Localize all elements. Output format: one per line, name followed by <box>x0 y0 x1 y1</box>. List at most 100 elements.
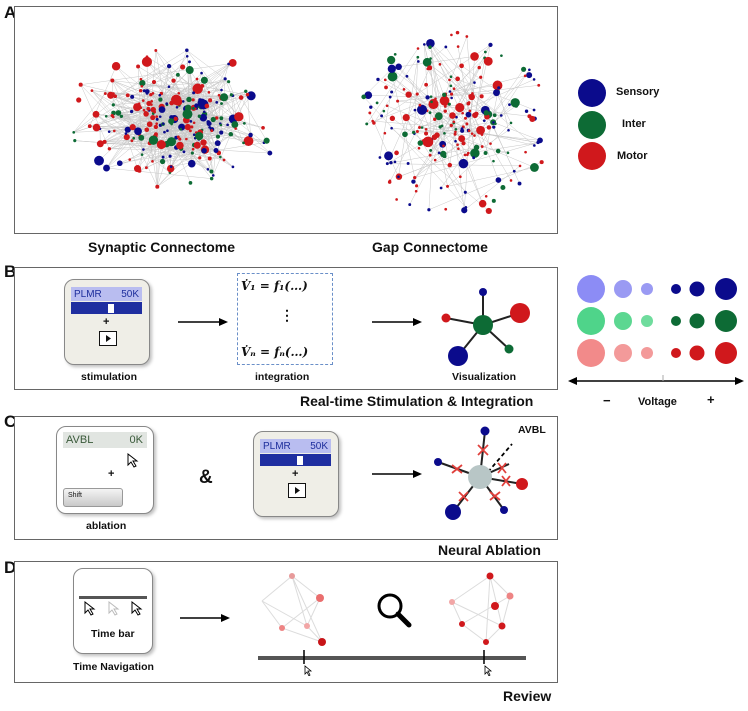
shift-key[interactable]: Shift <box>63 488 123 507</box>
stim-slider[interactable] <box>71 302 142 314</box>
stim-slider-knob-c[interactable] <box>297 456 303 465</box>
network-node <box>178 137 182 141</box>
network-node <box>197 114 202 118</box>
network-node <box>413 108 417 112</box>
network-edge <box>397 85 539 102</box>
stim-neuron-chip[interactable]: PLMR 50K <box>71 287 142 301</box>
time-navigation-card[interactable]: Time bar <box>73 568 153 654</box>
stimulation-card[interactable]: PLMR 50K + <box>64 279 150 365</box>
network-node <box>107 147 112 151</box>
network-node <box>191 147 195 151</box>
synaptic-connectome-caption: Synaptic Connectome <box>88 239 236 255</box>
network-edge <box>213 63 229 120</box>
network-node <box>493 89 500 97</box>
network-node <box>476 129 479 133</box>
network-node <box>166 137 177 147</box>
network-node <box>524 150 527 154</box>
network-node <box>449 75 453 79</box>
network-edge <box>115 74 179 97</box>
stim-chip-name-c: PLMR <box>263 441 291 452</box>
abl-neuron-chip[interactable]: AVBL 0K <box>63 432 147 448</box>
network-node <box>150 99 154 103</box>
network-node <box>486 125 492 130</box>
stim-chip-value: 50K <box>121 289 139 300</box>
network-node <box>453 132 457 136</box>
network-edge <box>152 93 171 173</box>
network-edge <box>430 96 472 151</box>
network-node <box>384 151 394 161</box>
network-node <box>416 55 420 59</box>
network-node <box>158 93 162 97</box>
cut-marks <box>451 444 511 502</box>
network-edge <box>406 117 474 158</box>
network-edge <box>414 57 419 134</box>
stim-plus-c: + <box>292 468 299 480</box>
network-node <box>238 95 244 100</box>
ablation-card[interactable]: AVBL 0K + Shift <box>56 426 154 514</box>
network-node <box>382 109 386 113</box>
network-node <box>418 126 421 129</box>
network-node <box>188 60 191 64</box>
network-edge <box>430 43 475 83</box>
vis-node-top <box>479 288 487 296</box>
network-edge <box>155 50 172 142</box>
network-node <box>442 92 447 98</box>
network-node <box>96 140 104 148</box>
time-bar-track[interactable] <box>79 596 147 599</box>
network-node <box>444 45 448 49</box>
network-node <box>125 93 130 98</box>
stim-neuron-chip-c[interactable]: PLMR 50K <box>260 439 331 453</box>
network-node <box>473 134 476 137</box>
network-node <box>463 153 467 157</box>
network-node <box>480 145 484 148</box>
network-node <box>380 114 384 118</box>
network-node <box>219 116 224 121</box>
network-node <box>246 91 256 101</box>
network-node <box>222 158 226 162</box>
network-node <box>390 90 394 94</box>
stimulation-card-c[interactable]: PLMR 50K + <box>253 431 339 517</box>
network-edge <box>146 56 222 104</box>
network-node <box>200 84 205 88</box>
stim-slider-knob[interactable] <box>108 304 114 313</box>
network-node <box>186 96 192 103</box>
network-node <box>364 91 373 100</box>
network-edge <box>173 80 187 109</box>
network-node <box>199 113 208 122</box>
network-node <box>416 104 428 115</box>
network-node <box>207 156 212 161</box>
network-node <box>439 186 443 190</box>
network-node <box>188 129 192 133</box>
network-node <box>452 87 456 91</box>
network-node <box>427 208 431 212</box>
play-button-c[interactable] <box>288 483 306 498</box>
ampersand: & <box>199 467 213 488</box>
network-node <box>113 94 118 99</box>
panel-b-title: Real-time Stimulation & Integration <box>300 393 534 409</box>
network-node <box>450 33 453 37</box>
network-edge <box>472 93 502 116</box>
network-node <box>434 112 443 121</box>
network-edge <box>216 117 244 144</box>
network-edge <box>112 80 140 104</box>
network-edge <box>419 127 483 147</box>
network-node <box>188 181 193 185</box>
network-node <box>428 45 432 49</box>
stim-plus: + <box>103 316 110 328</box>
network-edge <box>170 149 206 169</box>
network-node <box>136 64 141 69</box>
network-node <box>448 78 451 82</box>
stim-slider-c[interactable] <box>260 454 331 466</box>
network-node <box>390 126 393 130</box>
network-node <box>455 115 458 119</box>
voltage-legend <box>568 275 744 385</box>
network-node <box>405 74 409 78</box>
integration-caption: integration <box>255 371 310 383</box>
network-node <box>103 164 110 172</box>
network-node <box>104 114 108 118</box>
network-node <box>214 140 221 147</box>
panel-c-label: C <box>4 412 17 431</box>
network-node <box>449 84 453 88</box>
play-button[interactable] <box>99 331 117 346</box>
network-node <box>165 102 169 106</box>
